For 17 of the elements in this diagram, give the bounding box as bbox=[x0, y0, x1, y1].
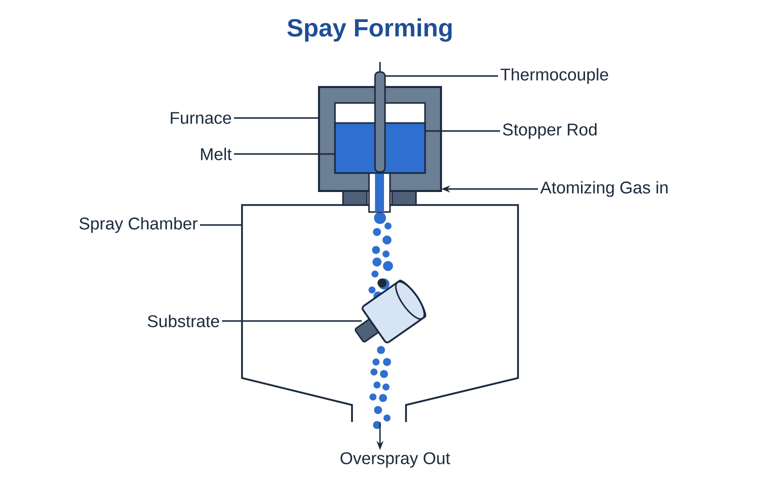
label: Stopper Rod bbox=[502, 123, 597, 139]
label: Overspray Out bbox=[340, 452, 450, 468]
label: Atomizing Gas in bbox=[540, 181, 668, 197]
leader-line bbox=[425, 130, 500, 132]
leader-line bbox=[234, 153, 335, 155]
leader-line bbox=[385, 75, 498, 77]
label: Thermocouple bbox=[500, 68, 608, 84]
title: Spay Forming bbox=[287, 18, 452, 42]
label: Furnace bbox=[170, 112, 232, 124]
spray-chamber bbox=[241, 204, 519, 422]
label: Spray Chamber bbox=[80, 217, 198, 233]
label: Melt bbox=[201, 148, 232, 160]
stopper-rod bbox=[374, 62, 386, 173]
leader-line bbox=[200, 224, 242, 226]
leader-line bbox=[234, 117, 319, 119]
label: Substrate bbox=[148, 314, 220, 328]
substrate-drawing bbox=[354, 278, 426, 344]
